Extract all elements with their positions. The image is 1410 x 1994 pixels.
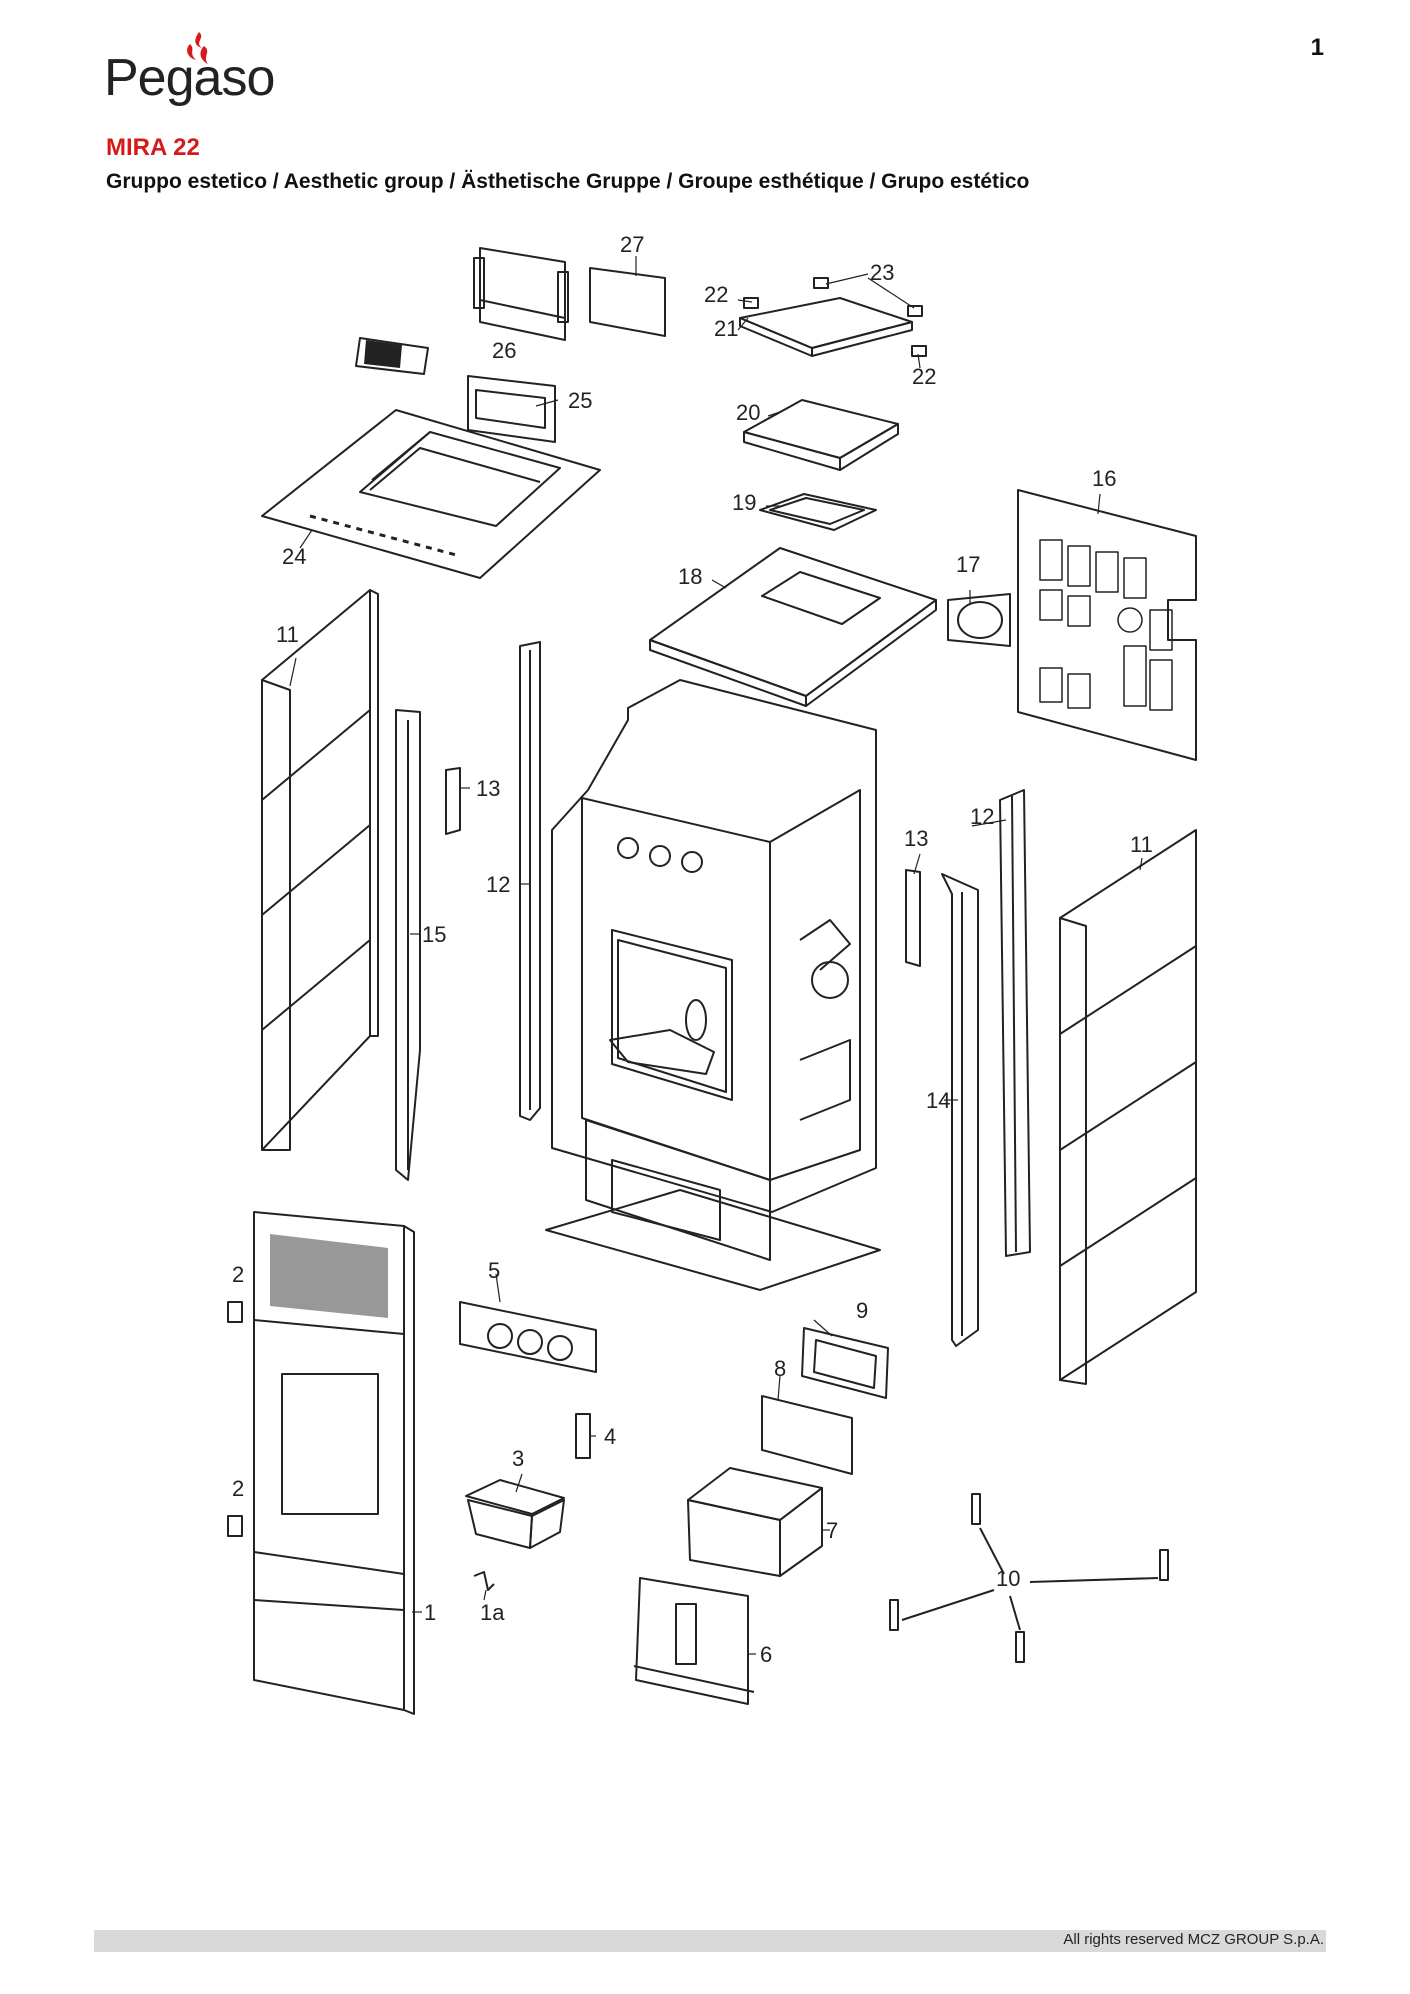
pegaso-logo: Pegaso xyxy=(104,30,294,110)
label-18: 18 xyxy=(678,564,702,589)
part-14-rail xyxy=(941,873,979,1347)
part-13-left xyxy=(445,767,461,835)
part-19-gasket xyxy=(759,493,877,531)
part-7-ash-box xyxy=(687,1467,823,1577)
label-13-left: 13 xyxy=(476,776,500,801)
part-21-lid xyxy=(739,297,913,357)
label-3: 3 xyxy=(512,1446,524,1471)
label-27: 27 xyxy=(620,232,644,257)
part-11-right-panel xyxy=(1059,829,1197,1385)
label-22-right: 22 xyxy=(912,364,936,389)
label-14: 14 xyxy=(926,1088,950,1113)
label-20: 20 xyxy=(736,400,760,425)
label-24: 24 xyxy=(282,544,306,569)
part-2-hinge-bottom xyxy=(227,1515,243,1537)
label-9: 9 xyxy=(856,1298,868,1323)
label-13-right: 13 xyxy=(904,826,928,851)
footer-copyright: All rights reserved MCZ GROUP S.p.A. xyxy=(1063,1931,1324,1948)
label-11-right: 11 xyxy=(1130,832,1153,857)
label-2-bottom: 2 xyxy=(232,1476,244,1501)
footer-bar xyxy=(94,1930,1326,1952)
part-11-left-panel xyxy=(261,589,379,1151)
part-26-bracket xyxy=(473,247,569,341)
label-23: 23 xyxy=(870,260,894,285)
part-23-clip-a xyxy=(813,277,829,289)
part-13-right xyxy=(905,869,921,967)
label-19: 19 xyxy=(732,490,756,515)
part-2-hinge-top xyxy=(227,1301,243,1323)
label-11-left: 11 xyxy=(276,622,299,647)
part-6-door xyxy=(633,1577,755,1705)
logo-wordmark: Pegaso xyxy=(104,49,275,107)
part-12-right xyxy=(999,789,1031,1257)
display-module xyxy=(355,337,429,375)
label-25: 25 xyxy=(568,388,592,413)
label-15: 15 xyxy=(422,922,446,947)
label-12-left: 12 xyxy=(486,872,510,897)
stove-body xyxy=(545,679,881,1291)
label-1a: 1a xyxy=(480,1600,505,1625)
part-10-feet xyxy=(889,1493,1169,1663)
label-5: 5 xyxy=(488,1258,500,1283)
page-number: 1 xyxy=(1310,34,1324,61)
part-24-top xyxy=(261,409,601,579)
label-12-right: 12 xyxy=(970,804,994,829)
part-18-top-plate xyxy=(649,547,937,707)
part-22-clip-left xyxy=(743,297,759,309)
label-26: 26 xyxy=(492,338,516,363)
part-4-sensor xyxy=(575,1413,591,1459)
label-10: 10 xyxy=(996,1566,1020,1591)
part-27-plate xyxy=(589,267,666,337)
part-22-clip-right xyxy=(911,345,927,357)
part-8-cover xyxy=(761,1395,853,1475)
part-25-frame xyxy=(467,375,556,443)
flame-icon xyxy=(187,32,208,64)
part-1a-clip xyxy=(473,1571,495,1591)
part-9-gasket xyxy=(801,1327,889,1399)
label-2-top: 2 xyxy=(232,1262,244,1287)
label-21: 21 xyxy=(714,316,738,341)
part-12-left xyxy=(519,641,541,1121)
part-20-tray xyxy=(743,399,899,471)
part-15-rail xyxy=(395,709,421,1181)
part-3-burn-pot xyxy=(465,1479,565,1549)
part-5-plate xyxy=(459,1301,597,1373)
label-8: 8 xyxy=(774,1356,786,1381)
part-16-rear-panel xyxy=(1017,489,1197,761)
page-subtitle: Gruppo estetico / Aesthetic group / Ästh… xyxy=(106,170,1030,193)
part-1-front-panel xyxy=(253,1211,415,1715)
label-16: 16 xyxy=(1092,466,1116,491)
label-6: 6 xyxy=(760,1642,772,1667)
part-23-clip-b xyxy=(907,305,923,317)
model-title: MIRA 22 xyxy=(106,134,200,161)
label-7: 7 xyxy=(826,1518,838,1543)
label-22-top: 22 xyxy=(704,282,728,307)
part-17-flange xyxy=(947,593,1011,647)
label-1: 1 xyxy=(424,1600,436,1625)
label-4: 4 xyxy=(604,1424,616,1449)
label-17: 17 xyxy=(956,552,980,577)
